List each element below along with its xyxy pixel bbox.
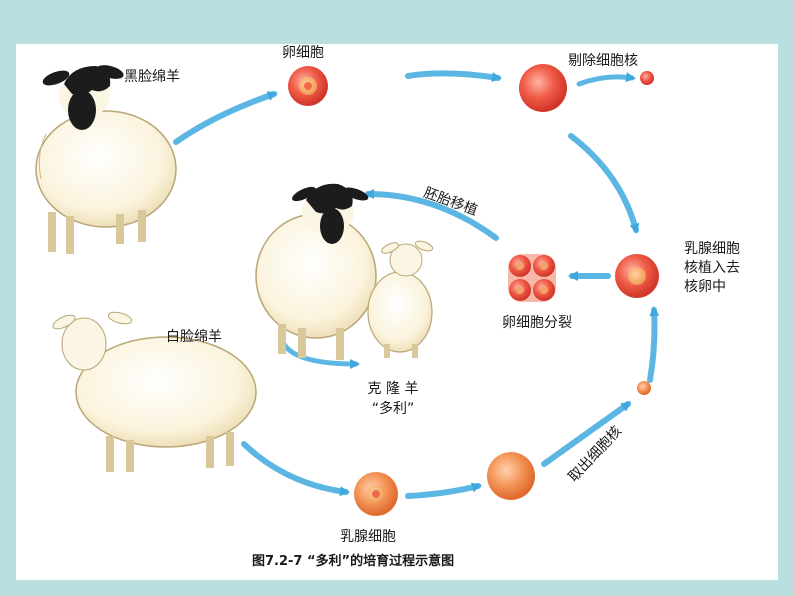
reconstructed-egg-cell <box>615 254 659 298</box>
figure-caption: 图7.2-7 “多利”的培育过程示意图 <box>252 554 455 569</box>
label-white-face-sheep: 白脸绵羊 <box>166 329 222 345</box>
arrow-embryo-transfer <box>364 189 499 241</box>
label-clone-sheep-line2: “多利” <box>371 401 415 417</box>
dolly-cloning-diagram <box>35 64 660 516</box>
label-clone-sheep-line1: 克 隆 羊 <box>367 381 419 397</box>
label-clone-sheep: 克 隆 羊 “多利” <box>358 378 428 418</box>
extracted-nucleus <box>637 381 651 395</box>
mammary-gland-cell <box>354 472 398 516</box>
arrow-nucleus-up <box>647 306 660 383</box>
arrow-to-clone <box>281 341 360 369</box>
removed-nucleus <box>640 71 654 85</box>
arrow-sheep-to-egg <box>173 91 278 145</box>
arrow-egg-to-enucleate <box>405 70 502 83</box>
label-egg-cell: 卵细胞 <box>282 45 324 61</box>
enucleated-egg-cell <box>519 64 567 112</box>
label-mammary-cell: 乳腺细胞 <box>340 529 396 545</box>
arrow-sheep-to-mammary <box>241 441 350 497</box>
label-remove-nucleus: 剔除细胞核 <box>568 53 638 69</box>
dividing-embryo <box>508 254 556 302</box>
egg-cell <box>288 66 328 106</box>
diagram-canvas: 黑脸绵羊 卵细胞 剔除细胞核 乳腺细胞 核植入去 核卵中 卵细胞分裂 胚胎移植 … <box>16 44 778 580</box>
mammary-cell-without-nucleus <box>487 452 535 500</box>
arrow-mammary-to-cell <box>405 482 482 499</box>
label-egg-division: 卵细胞分裂 <box>502 315 572 331</box>
arrow-extract-nucleus <box>541 401 632 467</box>
label-black-face-sheep: 黑脸绵羊 <box>124 69 180 85</box>
label-insert-nucleus: 乳腺细胞 核植入去 核卵中 <box>684 241 740 295</box>
black-face-sheep-illustration <box>35 65 177 254</box>
clone-sheep-illustration <box>255 183 434 360</box>
arrow-remove-nucleus <box>576 72 636 87</box>
arrow-down-to-fusion <box>568 133 640 234</box>
process-arrows <box>173 70 660 499</box>
white-face-sheep-illustration <box>52 311 257 472</box>
